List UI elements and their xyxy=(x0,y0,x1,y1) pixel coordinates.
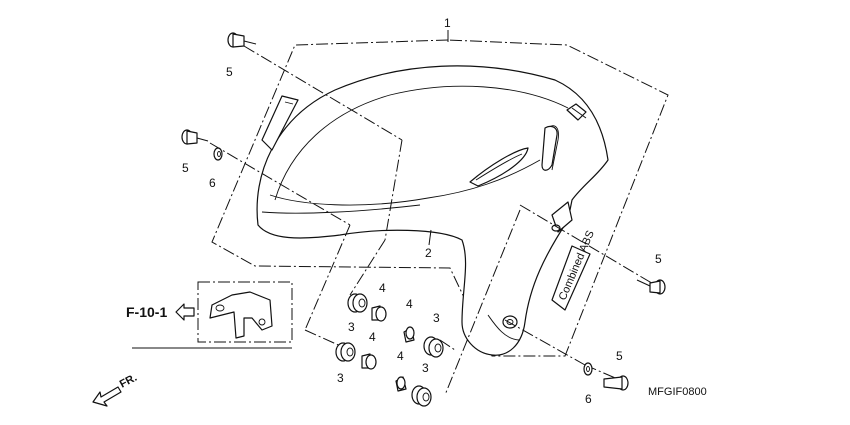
collar-2 xyxy=(361,353,377,370)
grommet-3 xyxy=(423,336,444,358)
combined-abs-decal: Combined ABS xyxy=(551,229,597,311)
reference-inset: F-10-1 xyxy=(126,281,293,349)
part-5-label-a: 5 xyxy=(226,65,233,79)
collar-3 xyxy=(403,326,415,343)
part-6-label-b: 6 xyxy=(585,392,592,406)
part-4-label-c: 4 xyxy=(406,297,413,311)
small-decal xyxy=(261,95,299,151)
washer-bottom-right xyxy=(583,362,593,376)
part-5-label-c: 5 xyxy=(655,252,662,266)
part-5-label-d: 5 xyxy=(616,349,623,363)
collar-1 xyxy=(371,305,387,322)
drawing-code: MFGIF0800 xyxy=(648,386,707,398)
part-3-label-d: 3 xyxy=(422,361,429,375)
part-4-label-b: 4 xyxy=(369,330,376,344)
bolt-right xyxy=(636,279,666,295)
fr-label: FR. xyxy=(118,372,139,391)
washer-left xyxy=(213,147,223,161)
grommet-2 xyxy=(335,342,356,362)
part-2-label: 2 xyxy=(425,246,432,260)
part-3-label-b: 3 xyxy=(337,371,344,385)
reference-label: F-10-1 xyxy=(126,304,167,320)
part-6-label-a: 6 xyxy=(209,176,216,190)
grommet-4 xyxy=(411,385,432,407)
forward-direction-arrow: FR. xyxy=(92,372,139,407)
bolt-top-left xyxy=(227,32,257,48)
assembly-outline xyxy=(211,30,669,357)
part-1-label: 1 xyxy=(444,16,451,30)
part-number-labels: 1 2 5 5 6 5 5 6 4 3 4 3 4 3 4 3 xyxy=(182,16,662,406)
part-3-label-a: 3 xyxy=(348,320,355,334)
part-3-label-c: 3 xyxy=(433,311,440,325)
grommet-1 xyxy=(347,293,368,313)
part-5-label-b: 5 xyxy=(182,161,189,175)
bolt-bottom-right xyxy=(603,375,629,391)
bolt-left xyxy=(181,129,209,145)
front-fender xyxy=(256,65,609,356)
part-4-label-d: 4 xyxy=(397,349,404,363)
collar-4 xyxy=(395,376,407,392)
part-4-label-a: 4 xyxy=(379,281,386,295)
